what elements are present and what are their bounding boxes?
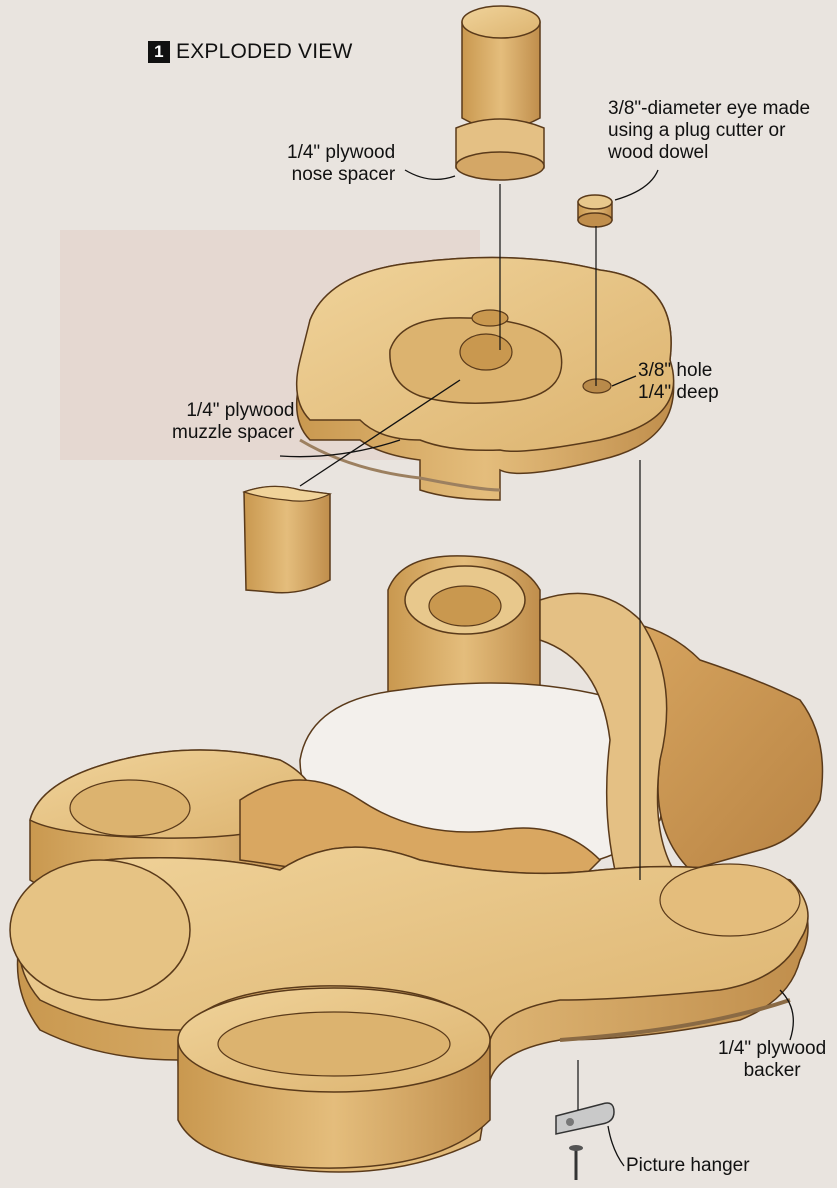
muzzle-spacer-block	[244, 486, 330, 592]
figure-title: 1 EXPLODED VIEW	[148, 40, 352, 64]
hanger-callout-line-1: Picture hanger	[626, 1155, 750, 1177]
nose-spacer	[456, 152, 544, 180]
backer-callout-line-2: backer	[718, 1060, 826, 1082]
figure-number: 1	[148, 41, 170, 63]
eye-callout-line-3: wood dowel	[608, 142, 810, 164]
eye-callout: 3/8"-diameter eye made using a plug cutt…	[608, 98, 810, 164]
nose-spacer-callout: 1/4" plywood nose spacer	[287, 142, 395, 186]
hole-callout-line-2: 1/4" deep	[638, 382, 719, 404]
muzzle-spacer-callout-line-1: 1/4" plywood	[172, 400, 295, 422]
nose-spacer-callout-line-1: 1/4" plywood	[287, 142, 395, 164]
nose-spacer-callout-line-2: nose spacer	[287, 164, 395, 186]
eye-plug	[578, 195, 612, 227]
eye-callout-line-2: using a plug cutter or	[608, 120, 810, 142]
backer-callout-line-1: 1/4" plywood	[718, 1038, 826, 1060]
figure-title-text: EXPLODED VIEW	[176, 40, 352, 64]
hole-callout: 3/8" hole 1/4" deep	[638, 360, 719, 404]
hanger-callout: Picture hanger	[626, 1155, 750, 1177]
muzzle-spacer-callout-line-2: muzzle spacer	[172, 422, 295, 444]
eye-callout-line-1: 3/8"-diameter eye made	[608, 98, 810, 120]
backer-callout: 1/4" plywood backer	[718, 1038, 826, 1082]
hole-callout-line-1: 3/8" hole	[638, 360, 719, 382]
muzzle-spacer-callout: 1/4" plywood muzzle spacer	[172, 400, 295, 444]
